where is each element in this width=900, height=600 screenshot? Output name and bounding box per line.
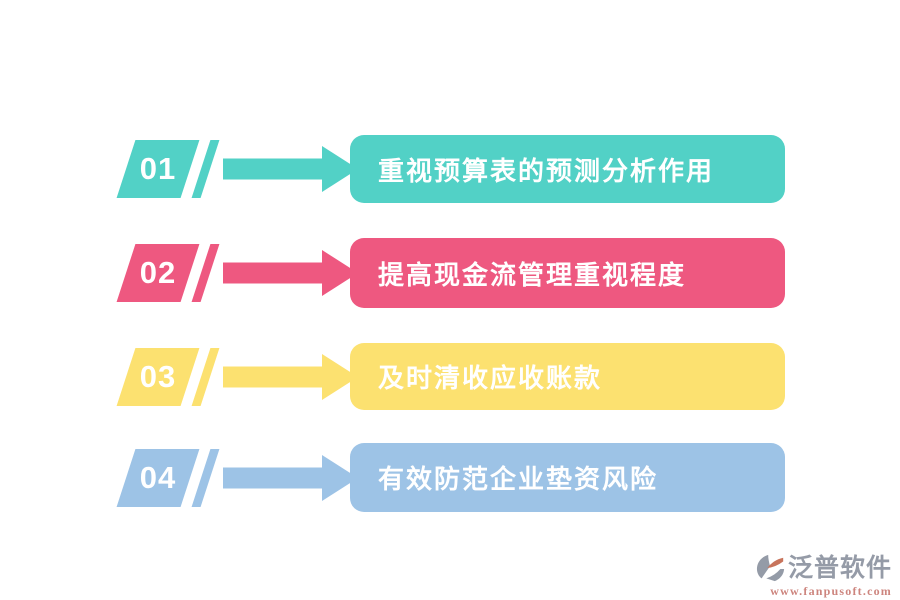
watermark: 泛普软件 www.fanpusoft.com [756,553,892,597]
step2-number: 02 [139,255,177,290]
step4-number: 04 [139,459,177,495]
step4-arrow-icon [223,467,323,488]
step1-label-pill: 重视预算表的预测分析作用 [350,135,785,203]
step1-number: 01 [139,151,177,186]
step-row-4: 04 有效防范企业垫资风险 [0,443,900,512]
step-row-1: 01 重视预算表的预测分析作用 [0,135,900,203]
step3-arrow-icon [223,366,323,387]
step2-arrow-icon [223,262,323,284]
step3-label: 及时清收应收账款 [378,363,603,393]
watermark-brand-text: 泛普软件 [787,553,892,582]
step1-arrow-icon [223,158,323,180]
step2-label-pill: 提高现金流管理重视程度 [350,238,785,308]
step3-label-pill: 及时清收应收账款 [350,343,785,410]
step1-label: 重视预算表的预测分析作用 [378,155,715,186]
watermark-brand-row: 泛普软件 [756,553,892,583]
step3-number: 03 [139,358,177,394]
fanpu-logo-icon [756,554,785,582]
step4-label-pill: 有效防范企业垫资风险 [350,443,785,512]
watermark-url: www.fanpusoft.com [770,584,892,598]
step2-label: 提高现金流管理重视程度 [378,259,687,290]
step-row-2: 02 提高现金流管理重视程度 [0,238,900,308]
step4-label: 有效防范企业垫资风险 [378,464,659,494]
step-row-3: 03 及时清收应收账款 [0,343,900,410]
